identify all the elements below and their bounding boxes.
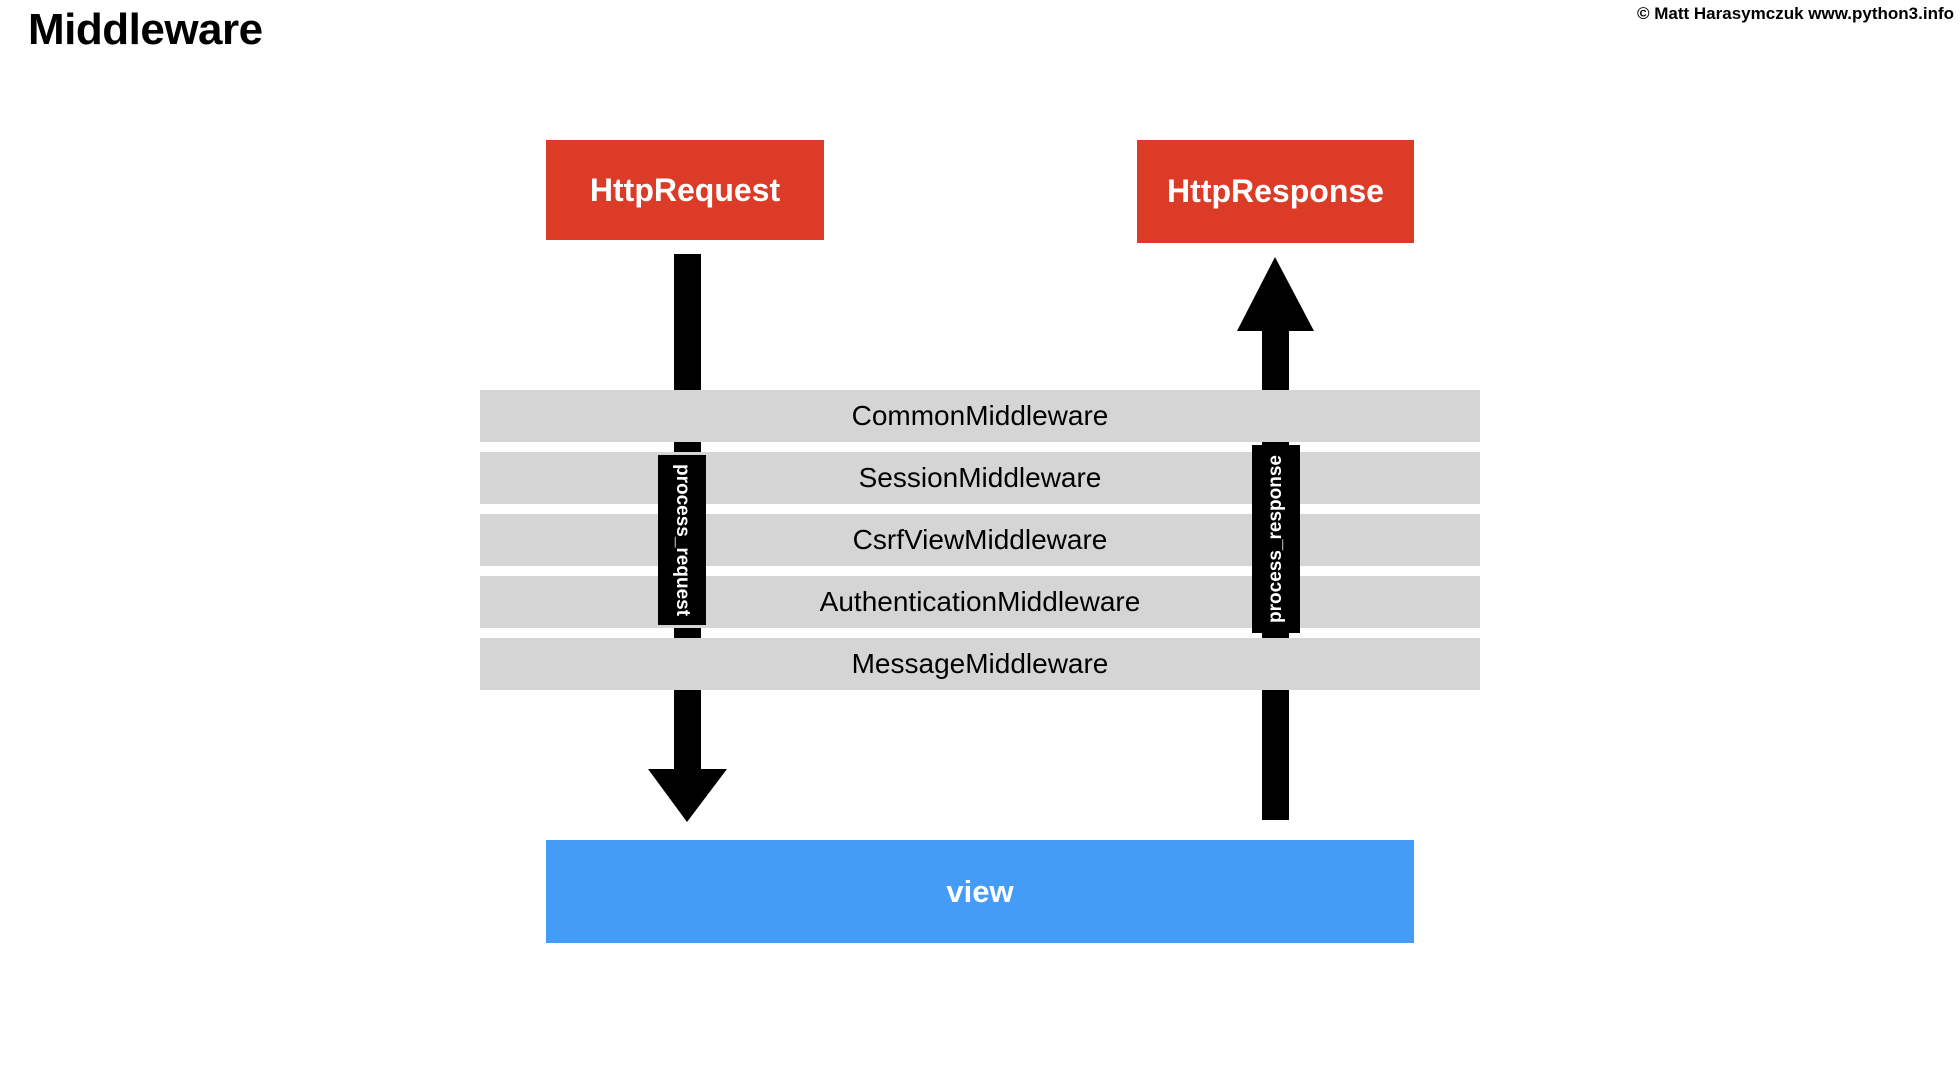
process-request-label: process_request <box>658 455 706 625</box>
http-request-label: HttpRequest <box>589 171 781 208</box>
http-response-label: HttpResponse <box>1167 173 1384 209</box>
process-response-label: process_response <box>1252 445 1300 633</box>
middleware-row-authentication[interactable]: AuthenticationMiddleware <box>480 576 1480 628</box>
middleware-row-label: SessionMiddleware <box>858 462 1102 493</box>
view-label: view <box>946 873 1014 909</box>
http-request-box[interactable]: HttpRequest <box>546 140 824 240</box>
middleware-row-csrfview[interactable]: CsrfViewMiddleware <box>480 514 1480 566</box>
middleware-row-session[interactable]: SessionMiddleware <box>480 452 1480 504</box>
middleware-row-message[interactable]: MessageMiddleware <box>480 638 1480 690</box>
middleware-stack: CommonMiddleware SessionMiddleware CsrfV… <box>480 390 1480 692</box>
middleware-row-common[interactable]: CommonMiddleware <box>480 390 1480 442</box>
process-response-text: process_response <box>1265 455 1287 623</box>
middleware-row-label: CommonMiddleware <box>851 400 1109 431</box>
process-request-text: process_request <box>672 463 694 617</box>
http-response-box[interactable]: HttpResponse <box>1137 140 1414 243</box>
view-box[interactable]: view <box>546 840 1414 943</box>
middleware-row-label: MessageMiddleware <box>851 648 1109 679</box>
page-title: Middleware <box>28 5 263 54</box>
middleware-row-label: CsrfViewMiddleware <box>852 524 1108 555</box>
middleware-row-label: AuthenticationMiddleware <box>819 586 1141 617</box>
copyright-notice: © Matt Harasymczuk www.python3.info <box>1637 4 1954 23</box>
